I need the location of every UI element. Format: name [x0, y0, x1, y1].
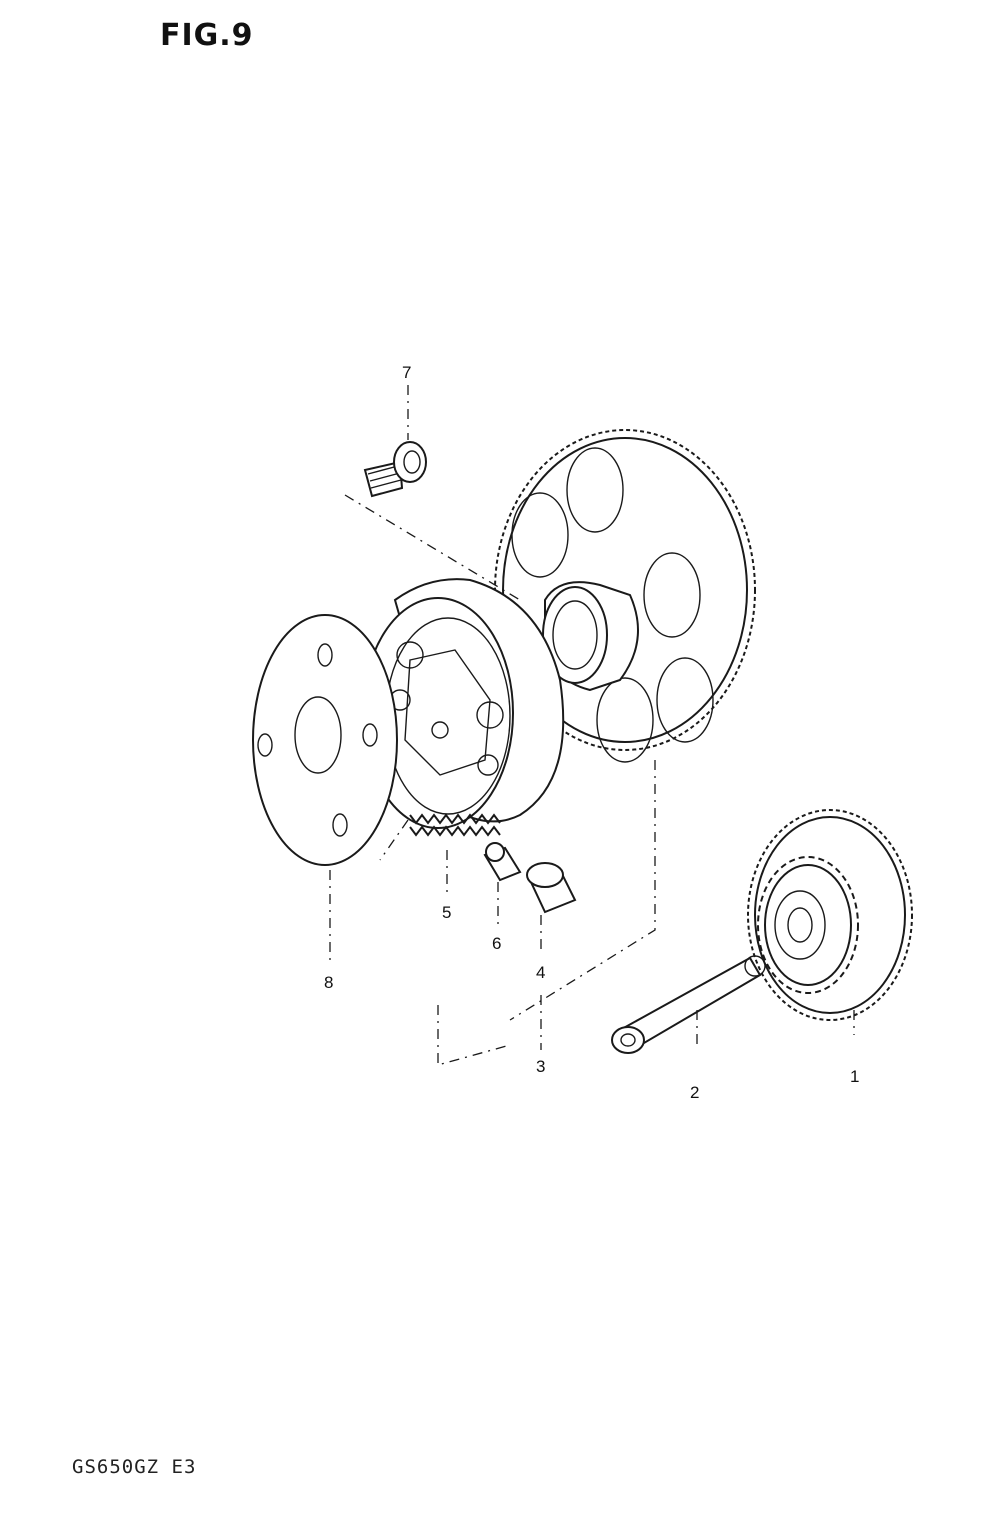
- figure-title: FIG.9: [160, 18, 254, 53]
- leader-lines: [329, 385, 855, 1066]
- roller-icon: [526, 862, 577, 914]
- driven-gear-icon: [494, 429, 756, 763]
- part-label-1: 1: [850, 1067, 859, 1086]
- part-label-6: 6: [492, 934, 501, 953]
- drive-gear-icon: [747, 809, 913, 1021]
- part-label-5: 5: [442, 903, 451, 922]
- part-label-3: 3: [536, 1057, 545, 1076]
- part-label-8: 8: [324, 973, 333, 992]
- part-label-7: 7: [402, 363, 411, 382]
- part-label-2: 2: [690, 1083, 699, 1102]
- guide-plate-icon: [252, 614, 398, 866]
- cap-icon: [483, 842, 522, 882]
- part-label-4: 4: [536, 963, 545, 982]
- shaft-icon: [611, 955, 766, 1054]
- spring-icon: [409, 813, 501, 837]
- model-code: GS650GZ E3: [72, 1456, 197, 1478]
- bolt-icon: [363, 441, 427, 498]
